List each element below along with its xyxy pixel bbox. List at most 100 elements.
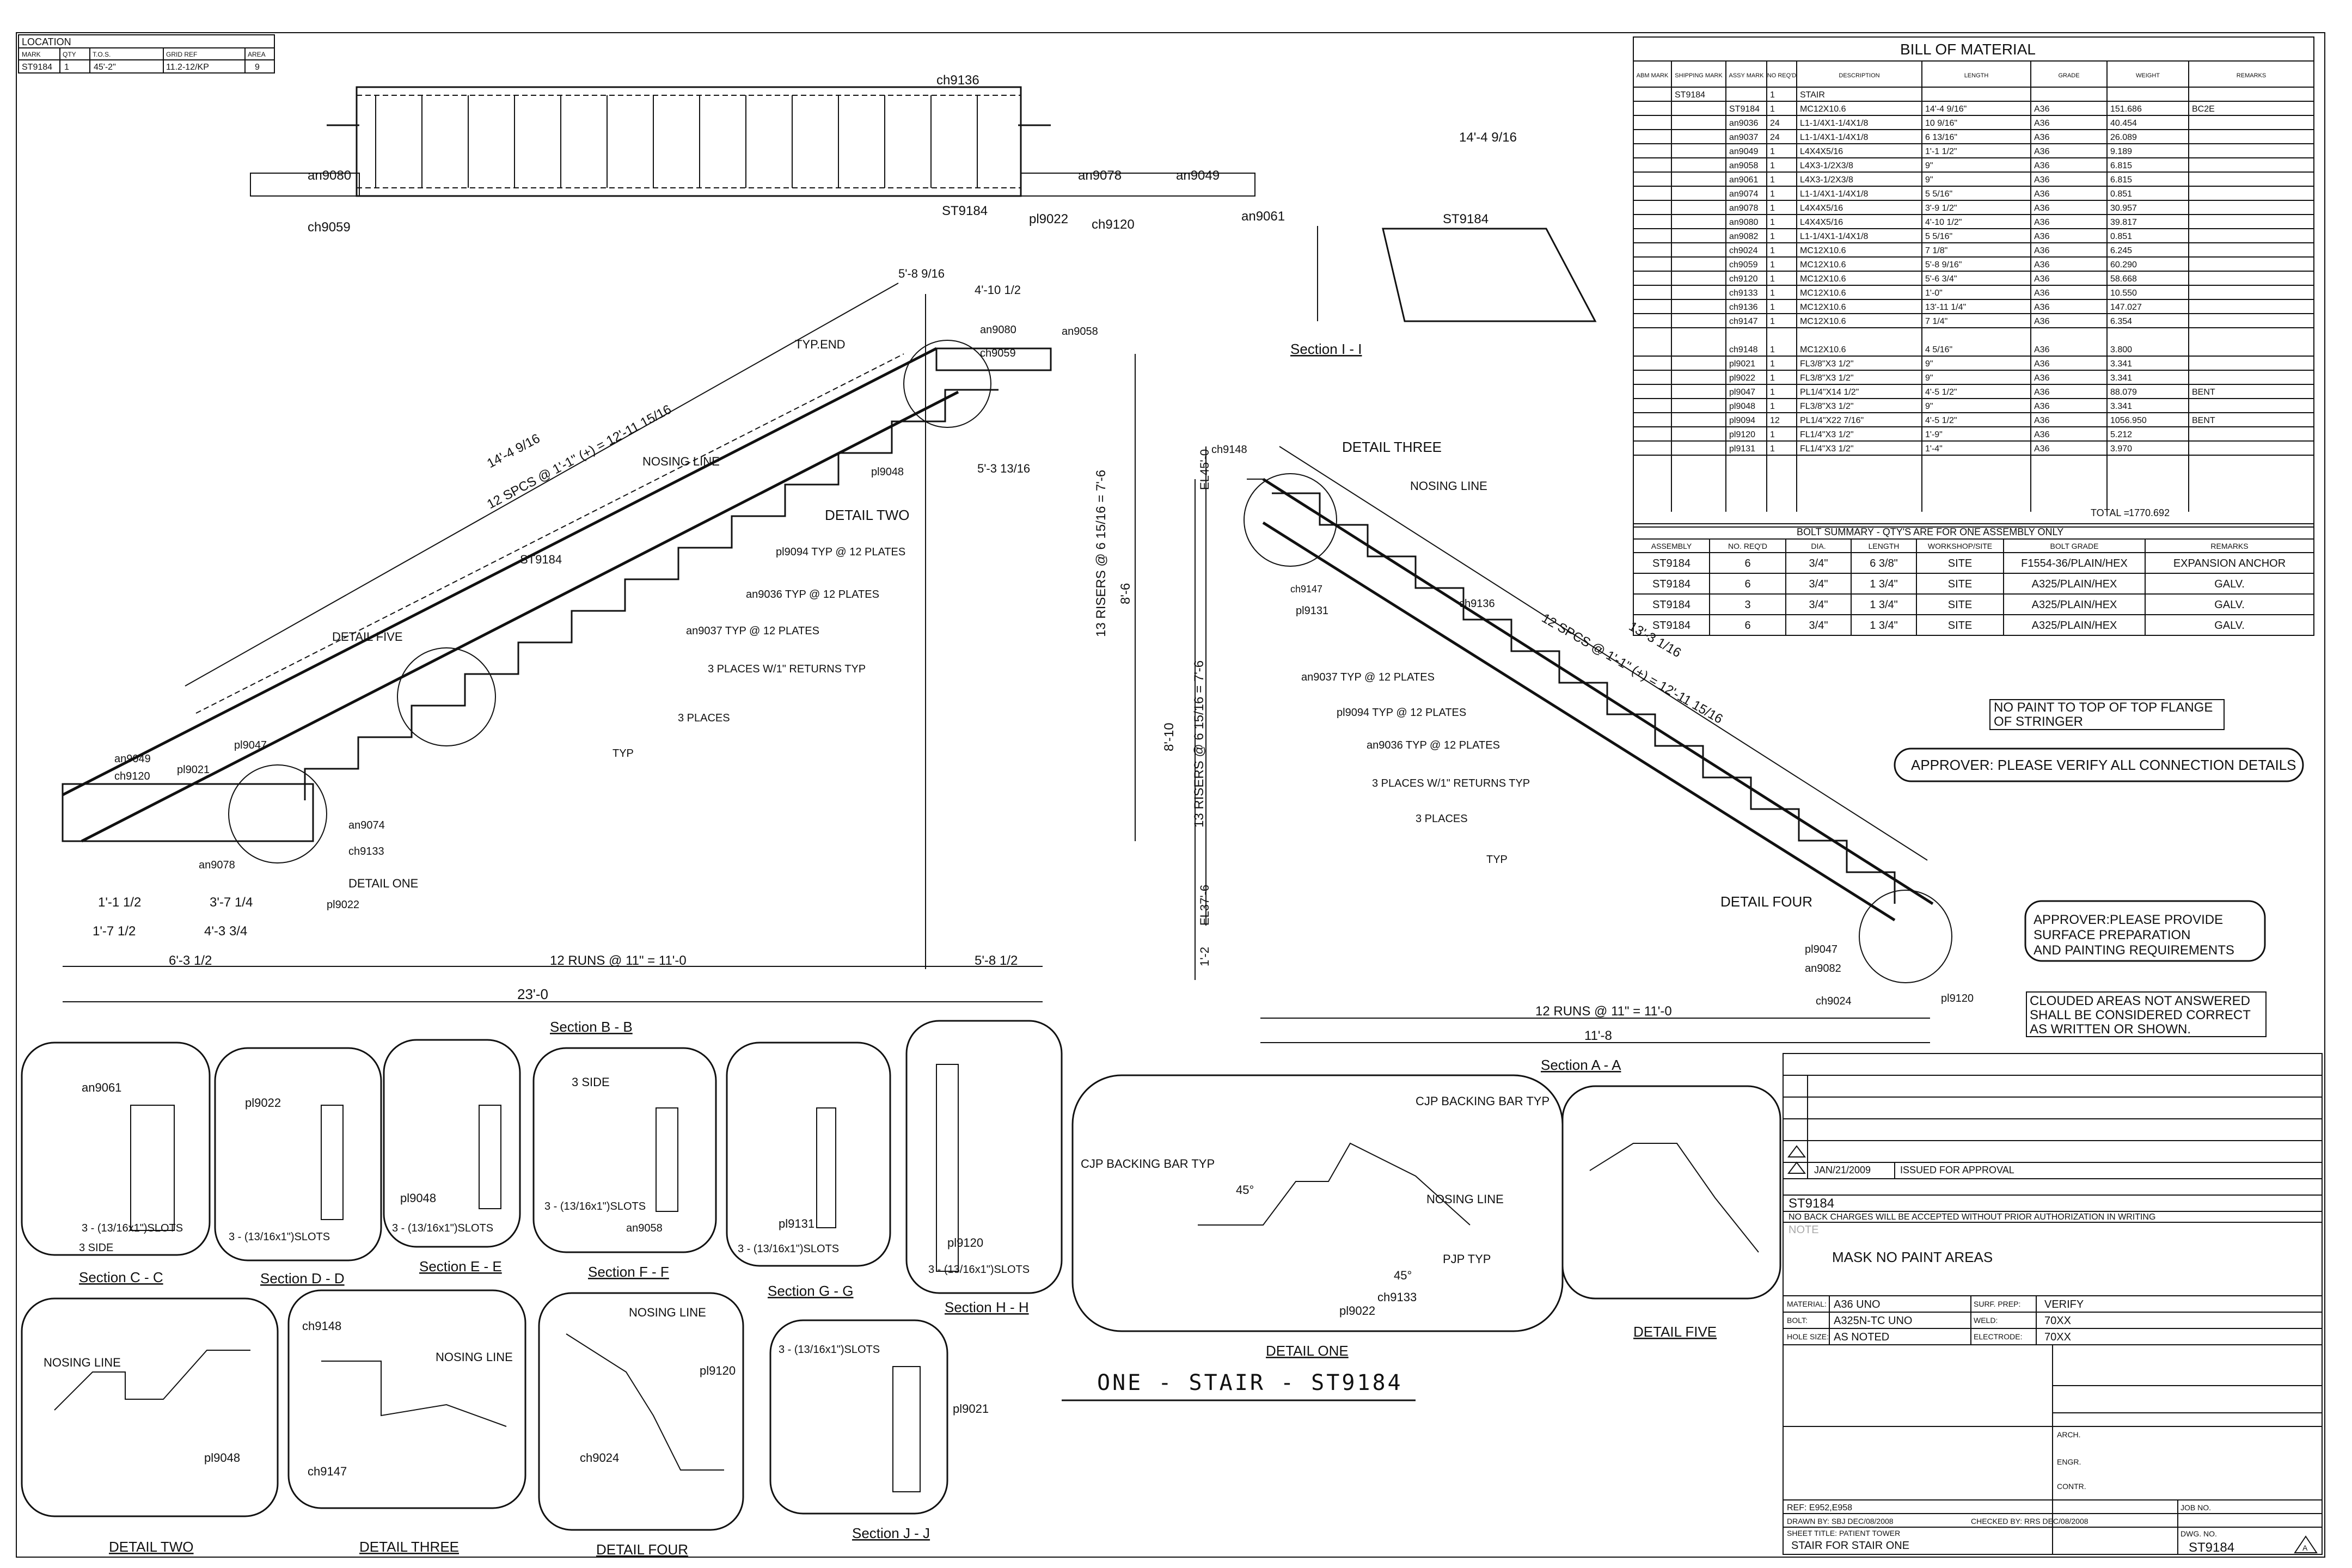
dim-h-left: 8'-6 (1118, 583, 1133, 604)
bom-cell: an9082 (1729, 232, 1758, 241)
bolt-cell: 6 (1744, 558, 1750, 569)
bom-cell: PL1/4"X22 7/16" (1800, 416, 1864, 425)
bom-cell: 9" (1925, 373, 1933, 383)
bom-cell: A36 (2034, 105, 2050, 114)
bom-cell: 0.851 (2110, 189, 2132, 199)
tb-rev-desc: ISSUED FOR APPROVAL (1900, 1165, 2014, 1175)
bom-cell: A36 (2034, 119, 2050, 128)
tb-contr: CONTR. (2057, 1482, 2086, 1491)
bom-cell: 9" (1925, 359, 1933, 369)
bom-cell: MC12X10.6 (1800, 317, 1846, 326)
bom-cell: A36 (2034, 345, 2050, 354)
bom-cell: 1'-4" (1925, 444, 1943, 454)
bom-cell: 6.815 (2110, 161, 2132, 170)
bom-cell: 9" (1925, 402, 1933, 411)
bom-cell: 10.550 (2110, 289, 2137, 298)
bom-cell: BC2E (2192, 105, 2215, 114)
label-ch9147-right: ch9147 (1290, 584, 1322, 595)
bolt-summary: BOLT SUMMARY - QTY'S ARE FOR ONE ASSEMBL… (1633, 523, 2314, 636)
bom-cell: A36 (2034, 133, 2050, 142)
bom-cell: A36 (2034, 303, 2050, 312)
bom-cell: 1 (1770, 246, 1775, 255)
bolt-header-0: ASSEMBLY (1651, 542, 1692, 550)
bolt-cell: 3/4" (1809, 620, 1828, 632)
bom-cell: 5'-6 3/4" (1925, 274, 1957, 284)
bom-cell: 9" (1925, 175, 1933, 185)
title-section-d-d: Section D - D (260, 1270, 345, 1287)
bom-cell: 3.341 (2110, 402, 2132, 411)
tb-dwg-label: DWG. NO. (2180, 1529, 2217, 1538)
bolt-cell: ST9184 (1652, 599, 1690, 611)
dim-overall: 23'-0 (517, 986, 548, 1002)
dim-el-top: EL45'-0 (1198, 449, 1211, 490)
bolt-cell: A325/PLAIN/HEX (2032, 578, 2117, 590)
tb-material-label: MATERIAL: (1787, 1300, 1827, 1308)
cloud-detail-five (1561, 1085, 1781, 1300)
label-ch9059-plan: ch9059 (308, 220, 351, 235)
bom-cell: A36 (2034, 317, 2050, 326)
title-section-g-g: Section G - G (768, 1283, 854, 1299)
label-slots-jj: 3 - (13/16x1")SLOTS (779, 1344, 880, 1356)
label-ch9059-left: ch9059 (980, 347, 1016, 359)
label-slots-ee: 3 - (13/16x1")SLOTS (392, 1222, 493, 1234)
bom-cell: 60.290 (2110, 260, 2137, 270)
label-pl9021-left: pl9021 (177, 764, 210, 776)
bom-cell: A36 (2034, 359, 2050, 369)
bom-cell: 13'-11 1/4" (1925, 303, 1966, 312)
title-section-i-i: Section I - I (1290, 341, 1362, 357)
bolt-header-4: WORKSHOP/SITE (1928, 542, 1992, 550)
label-an9082-right: an9082 (1805, 963, 1841, 975)
label-nosing-d2: NOSING LINE (44, 1356, 121, 1369)
bom-cell: 5'-8 9/16" (1925, 260, 1962, 270)
cloud-detail-three (287, 1289, 526, 1509)
location-table: LOCATION MARK QTY T.O.S. GRID REF AREA S… (18, 34, 275, 74)
dim-right-a: 5'-8 1/2 (975, 953, 1018, 968)
tb-weld-label: WELD: (1974, 1316, 1998, 1325)
bom-header-2: ASSY MARK (1729, 72, 1765, 79)
bom-cell: pl9047 (1729, 388, 1755, 397)
bom-cell: L4X4X5/16 (1800, 218, 1843, 227)
bom-cell: ch9133 (1729, 289, 1758, 298)
bom-cell: A36 (2034, 175, 2050, 185)
loc-h-tos: T.O.S. (93, 51, 111, 58)
bom-header-1: SHIPPING MARK (1675, 72, 1723, 79)
label-an9049-left: an9049 (114, 753, 151, 765)
bom-cell: 5.212 (2110, 430, 2132, 439)
label-45-a: 45° (1236, 1183, 1254, 1197)
note-approver-paint-2: SURFACE PREPARATION (2033, 928, 2191, 942)
title-section-a-a: Section A - A (1541, 1057, 1621, 1073)
bom-cell: A36 (2034, 444, 2050, 454)
bom-cell: 24 (1770, 119, 1780, 128)
label-st9184-plan: ST9184 (942, 204, 988, 218)
bom-cell: 1 (1770, 189, 1775, 199)
bom-title: BILL OF MATERIAL (1900, 41, 2036, 58)
main-title: ONE - STAIR - ST9184 (1097, 1370, 1403, 1395)
bom-cell: 1 (1770, 90, 1775, 100)
tb-dwg: ST9184 (2189, 1540, 2234, 1555)
label-pl9047-left: pl9047 (234, 739, 267, 751)
dim-runs-left: 12 RUNS @ 11" = 11'-0 (550, 953, 687, 968)
bom-total-value: 1770.692 (2129, 507, 2170, 518)
dim-4-3: 4'-3 3/4 (204, 924, 247, 939)
label-pl9022-d1: pl9022 (1339, 1304, 1375, 1318)
label-an9036-left: an9036 TYP @ 12 PLATES (746, 589, 879, 601)
bom-cell: MC12X10.6 (1800, 260, 1846, 270)
bolt-cell: SITE (1948, 620, 1972, 632)
bom-cell: PL1/4"X14 1/2" (1800, 388, 1859, 397)
bom-cell: MC12X10.6 (1800, 246, 1846, 255)
tb-drawn: DRAWN BY: SBJ DEC/08/2008 (1787, 1517, 1894, 1526)
label-ch9024-d4: ch9024 (580, 1451, 619, 1465)
bom-cell: 1 (1770, 161, 1775, 170)
bom-cell: 7 1/8" (1925, 246, 1947, 255)
label-typ-end: TYP.END (795, 338, 846, 351)
bolt-header-2: DIA. (1811, 542, 1826, 550)
tb-hole-label: HOLE SIZE: (1787, 1332, 1829, 1341)
bolt-cell: 6 (1744, 620, 1750, 632)
bom-cell: 26.089 (2110, 133, 2137, 142)
label-an9074: an9074 (348, 819, 385, 831)
label-an9080-left: an9080 (980, 324, 1016, 336)
title-block: JAN/21/2009 ISSUED FOR APPROVAL ST9184 N… (1783, 1053, 2323, 1555)
bom-cell: 1 (1770, 147, 1775, 156)
bom-cell: an9080 (1729, 218, 1758, 227)
